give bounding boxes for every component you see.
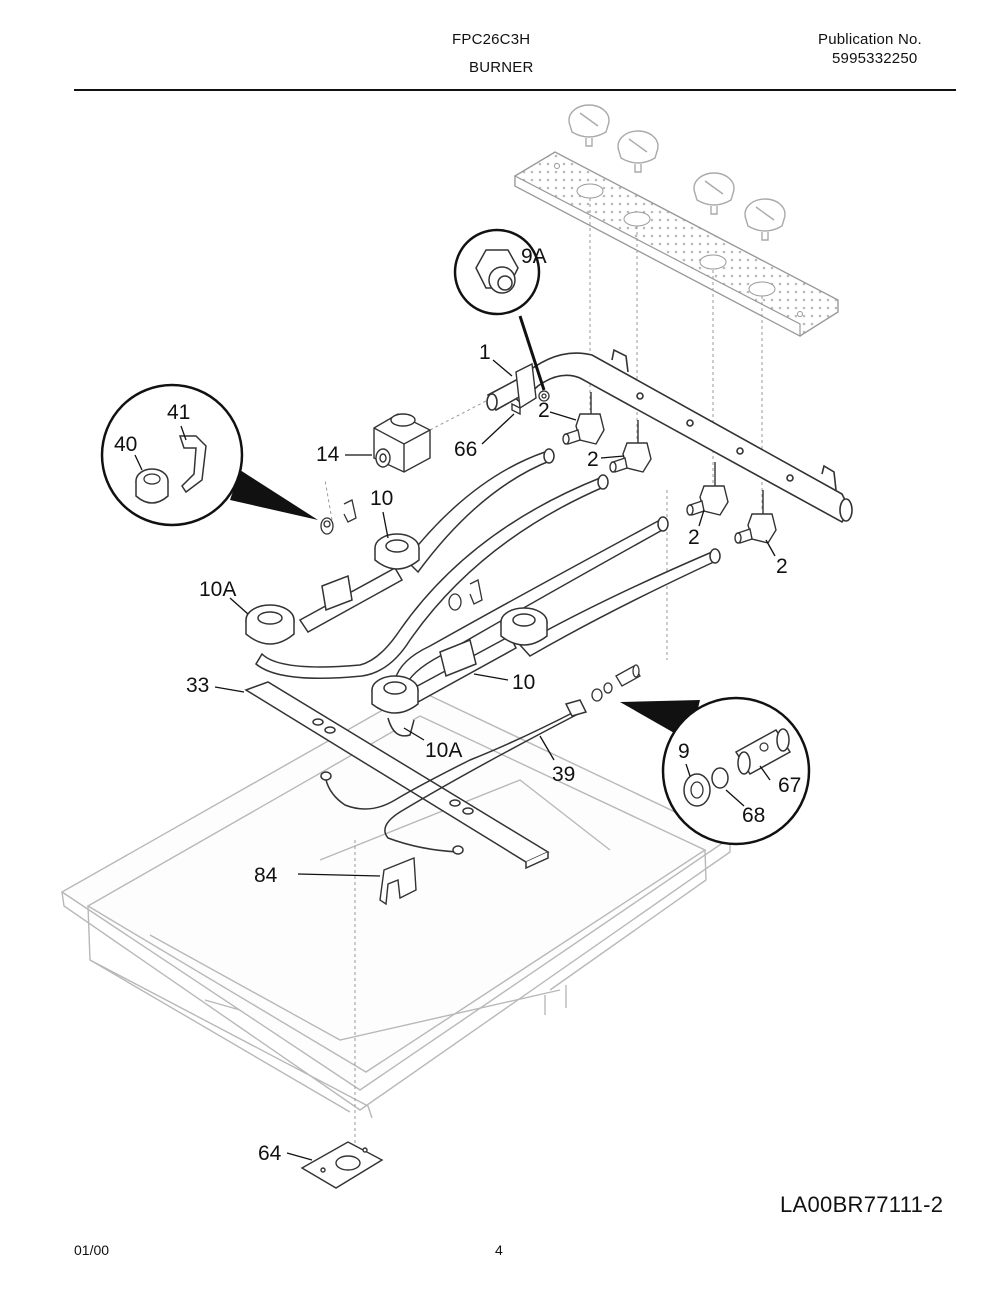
burner-tubes	[255, 448, 721, 690]
publication-number: 5995332250	[832, 50, 918, 67]
valve-2	[609, 420, 652, 473]
valve-1	[562, 392, 605, 445]
callout-40: 40	[114, 433, 137, 456]
burner-rear-right	[408, 607, 548, 703]
callout-33: 33	[186, 674, 209, 697]
callout-10a-front-right: 10A	[425, 739, 462, 762]
detail-circle-9a	[453, 228, 546, 391]
bracket-66	[511, 362, 537, 416]
footer-date: 01/00	[74, 1242, 110, 1258]
ignitor-harness	[320, 699, 588, 855]
detail-circle-9-67-68	[620, 696, 811, 846]
callout-66: 66	[454, 438, 477, 461]
knob-1	[568, 104, 610, 147]
callout-9: 9	[678, 740, 690, 763]
valve-4	[734, 490, 777, 544]
burner-front-left	[245, 604, 295, 645]
callout-2-valve-4: 2	[776, 555, 788, 578]
burner-rail	[244, 681, 550, 870]
callout-10-rear-left: 10	[370, 487, 393, 510]
publication-label: Publication No.	[818, 31, 922, 48]
knob-3	[693, 172, 735, 215]
orifice-parts	[591, 664, 641, 702]
drawing-code: LA00BR77111-2	[780, 1192, 944, 1217]
callout-10-rear-right: 10	[512, 671, 535, 694]
burner-rear-left	[298, 533, 420, 633]
knob-2	[617, 130, 659, 173]
callout-labels: 9A 1 41 40 14 66 2 2 2 2 10 10A 33 10 10…	[114, 245, 801, 1165]
bracket-84	[379, 856, 417, 906]
ignitor-clips	[320, 499, 483, 611]
callout-41: 41	[167, 401, 190, 424]
pressure-regulator	[373, 413, 431, 473]
control-panel	[514, 151, 839, 337]
burner-heads	[245, 533, 548, 737]
callout-9a: 9A	[521, 245, 547, 268]
cooktop-pan	[60, 689, 732, 1119]
gasket-64	[300, 1141, 384, 1189]
callout-14: 14	[316, 443, 340, 466]
control-knobs	[568, 104, 786, 241]
callout-68: 68	[742, 804, 765, 827]
callout-2-valve-2: 2	[587, 448, 599, 471]
callout-39: 39	[552, 763, 575, 786]
leader-lines	[134, 359, 776, 1161]
section-title: BURNER	[469, 59, 534, 76]
callout-67: 67	[778, 774, 801, 797]
callout-84: 84	[254, 864, 278, 887]
model-number: FPC26C3H	[452, 31, 531, 48]
burner-front-right	[371, 675, 419, 737]
manifold-pipe	[486, 348, 853, 524]
page-number: 4	[495, 1242, 503, 1258]
valve-3	[686, 462, 729, 516]
callout-10a-front-left: 10A	[199, 578, 236, 601]
callout-2-valve-3: 2	[688, 526, 700, 549]
callout-1: 1	[479, 341, 491, 364]
nut-9a-small	[538, 390, 550, 402]
header-rule	[74, 89, 956, 91]
callout-2-valve-1: 2	[538, 399, 550, 422]
callout-64: 64	[258, 1142, 282, 1165]
detail-circle-40-41	[100, 383, 318, 527]
knob-4	[744, 198, 786, 241]
